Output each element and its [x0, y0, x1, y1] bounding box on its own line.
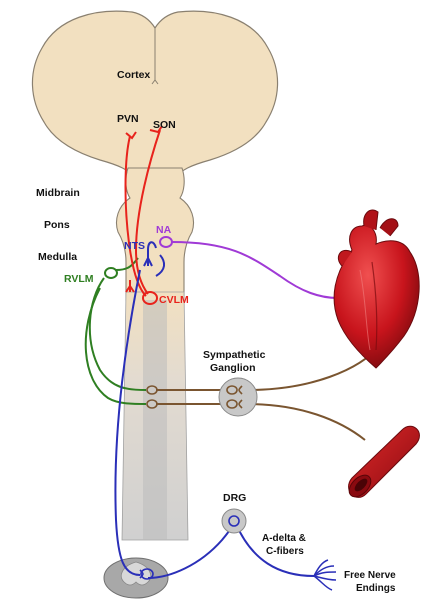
label-medulla: Medulla	[38, 251, 77, 263]
heart-icon	[334, 210, 419, 368]
spinal-cord-center	[143, 300, 167, 540]
label-fibers-1: A-delta &	[262, 533, 306, 544]
label-ganglion: Ganglion	[210, 362, 256, 374]
label-na: NA	[156, 224, 172, 236]
label-cvlm: CVLM	[159, 294, 189, 306]
label-cortex: Cortex	[117, 69, 150, 81]
label-endings-1: Free Nerve	[344, 570, 396, 581]
nerve-endings-icon	[314, 560, 336, 590]
sympathetic-efferent-pathway	[156, 345, 380, 440]
label-pons: Pons	[44, 219, 70, 231]
blood-vessel-icon	[345, 426, 419, 501]
label-pvn: PVN	[117, 113, 139, 125]
label-rvlm: RVLM	[64, 273, 94, 285]
sympathetic-ganglion	[219, 378, 257, 416]
dorsal-root-ganglion	[222, 509, 246, 533]
label-drg: DRG	[223, 492, 246, 504]
label-fibers-2: C-fibers	[266, 546, 304, 557]
label-nts: NTS	[124, 240, 145, 252]
label-sympathetic: Sympathetic	[203, 349, 266, 361]
label-endings-2: Endings	[356, 583, 396, 594]
label-son: SON	[153, 119, 176, 131]
label-midbrain: Midbrain	[36, 187, 80, 199]
